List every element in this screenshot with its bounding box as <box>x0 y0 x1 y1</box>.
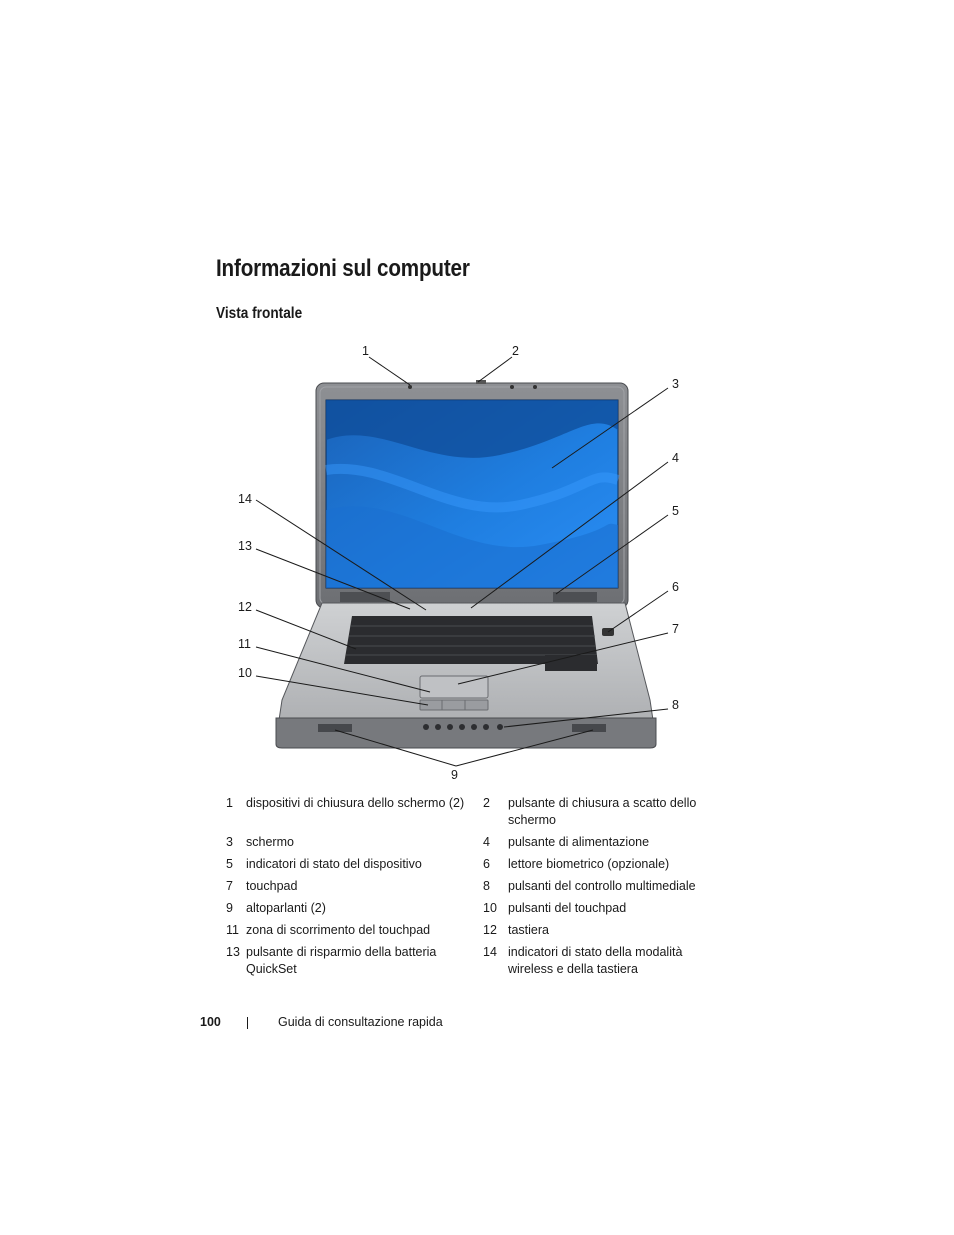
laptop-lid <box>315 380 629 610</box>
legend-label: dispositivi di chiusura dello schermo (2… <box>246 796 465 810</box>
legend-row: 5 indicatori di stato del dispositivo 6 … <box>218 856 728 873</box>
laptop-base <box>275 602 657 749</box>
legend-number: 8 <box>483 879 490 893</box>
legend-label: altoparlanti (2) <box>246 901 326 915</box>
callout-13: 13 <box>238 539 252 553</box>
callout-14: 14 <box>238 492 252 506</box>
screen <box>325 399 620 589</box>
legend-row: 9 altoparlanti (2) 10 pulsanti del touch… <box>218 900 728 917</box>
footer-guide-title: Guida di consultazione rapida <box>278 1015 443 1029</box>
legend-row: 7 touchpad 8 pulsanti del controllo mult… <box>218 878 728 895</box>
legend-number: 5 <box>226 857 233 871</box>
callout-12: 12 <box>238 600 252 614</box>
legend-number: 13 <box>226 945 240 959</box>
legend-label: pulsante di chiusura a scatto dello sche… <box>508 796 697 827</box>
callout-10: 10 <box>238 666 252 680</box>
legend-number: 10 <box>483 901 497 915</box>
legend-label: pulsante di alimentazione <box>508 835 650 849</box>
speaker-grilles <box>318 724 606 732</box>
callout-4: 4 <box>672 451 679 465</box>
legend-row: 13 pulsante di risparmio della batteria … <box>218 944 728 978</box>
legend-label: lettore biometrico (opzionale) <box>508 857 670 871</box>
legend-row: 3 schermo 4 pulsante di alimentazione <box>218 834 728 851</box>
callout-8: 8 <box>672 698 679 712</box>
callout-11: 11 <box>238 637 251 651</box>
callout-3: 3 <box>672 377 679 391</box>
callout-6: 6 <box>672 580 679 594</box>
callout-legend: 1 dispositivi di chiusura dello schermo … <box>218 795 728 983</box>
legend-label: indicatori di stato della modalità wirel… <box>508 945 683 976</box>
legend-label: pulsanti del controllo multimediale <box>508 879 696 893</box>
callout-leaders <box>255 356 669 767</box>
callout-9: 9 <box>451 768 458 782</box>
legend-label: pulsante di risparmio della batteria Qui… <box>246 945 437 976</box>
legend-row: 11 zona di scorrimento del touchpad 12 t… <box>218 922 728 939</box>
keyboard <box>344 616 598 671</box>
media-buttons <box>423 724 503 730</box>
callout-2: 2 <box>512 344 519 358</box>
legend-number: 7 <box>226 879 233 893</box>
legend-number: 9 <box>226 901 233 915</box>
touchpad-area <box>419 675 489 711</box>
legend-number: 12 <box>483 923 497 937</box>
legend-label: indicatori di stato del dispositivo <box>246 857 422 871</box>
legend-label: schermo <box>246 835 294 849</box>
callout-5: 5 <box>672 504 679 518</box>
legend-label: zona di scorrimento del touchpad <box>246 923 431 937</box>
legend-label: tastiera <box>508 923 549 937</box>
legend-label: pulsanti del touchpad <box>508 901 627 915</box>
laptop-front-view-figure: 1 2 3 4 5 6 7 8 9 10 11 12 13 14 <box>238 344 679 782</box>
legend-label: touchpad <box>246 879 298 893</box>
footer-separator <box>247 1017 248 1029</box>
legend-number: 11 <box>226 923 239 937</box>
legend-number: 14 <box>483 945 497 959</box>
page-number: 100 <box>200 1015 221 1029</box>
legend-number: 1 <box>226 796 233 810</box>
legend-row: 1 dispositivi di chiusura dello schermo … <box>218 795 728 829</box>
callout-1: 1 <box>362 344 369 358</box>
callout-numbers: 1 2 3 4 5 6 7 8 9 10 11 12 13 14 <box>238 344 679 782</box>
legend-number: 3 <box>226 835 233 849</box>
legend-number: 2 <box>483 796 490 810</box>
legend-number: 6 <box>483 857 490 871</box>
callout-7: 7 <box>672 622 679 636</box>
legend-number: 4 <box>483 835 490 849</box>
section-title: Vista frontale <box>216 305 303 322</box>
page-title: Informazioni sul computer <box>216 255 470 282</box>
